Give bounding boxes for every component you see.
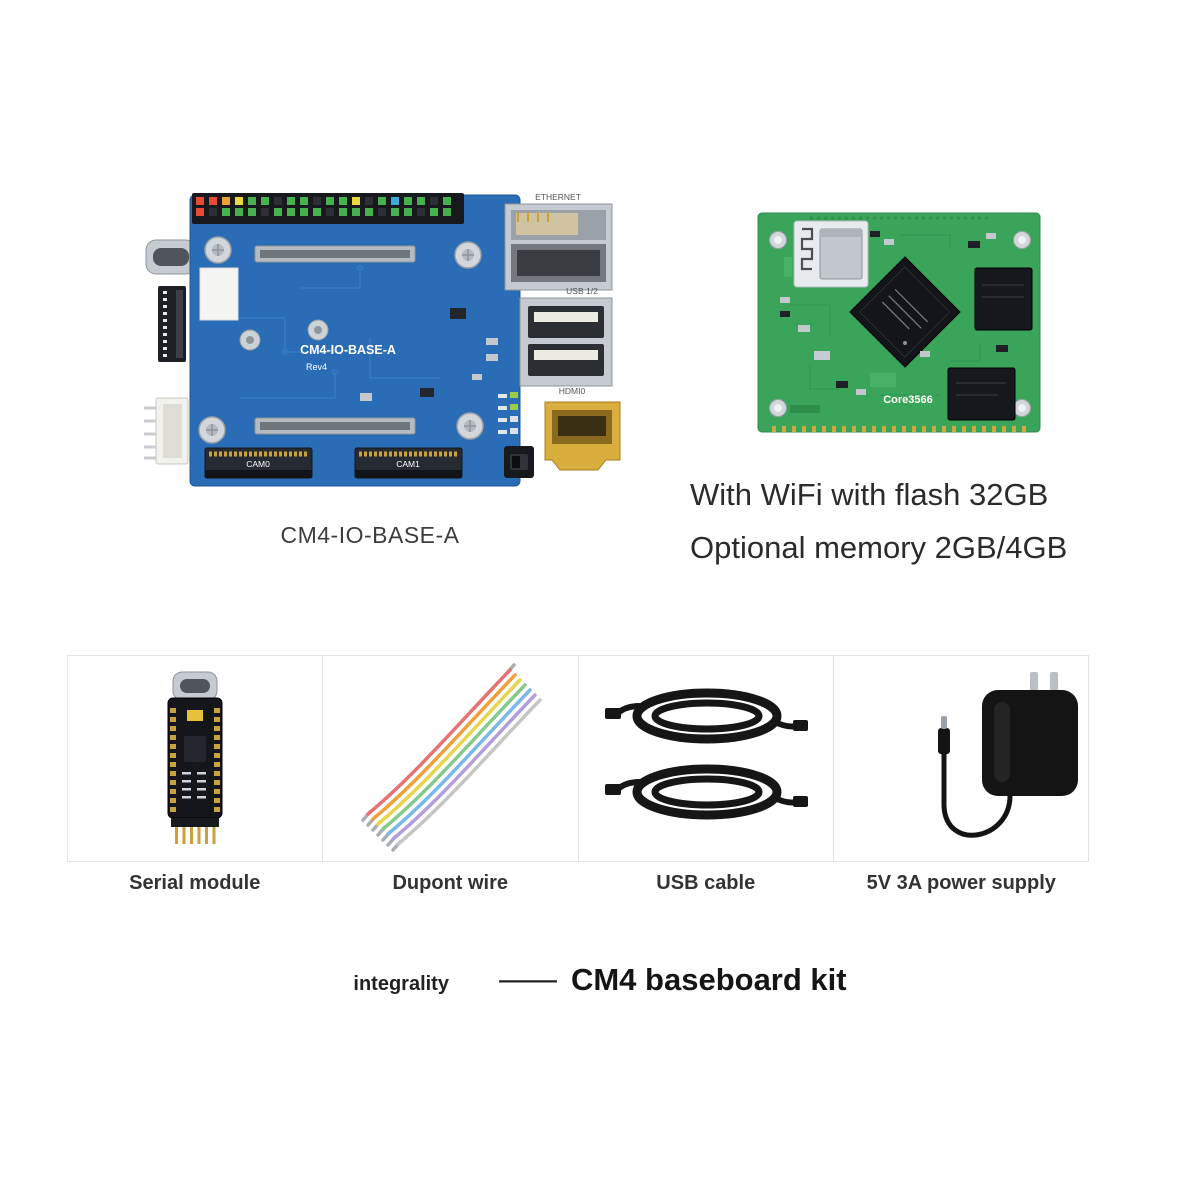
- pcb-traces: [790, 234, 981, 396]
- cam1-connector: CAM1: [354, 447, 463, 479]
- standoff: [307, 319, 329, 341]
- footer-line: integrality — CM4 baseboard kit: [0, 960, 1200, 999]
- screw-hole: [198, 416, 226, 444]
- baseboard-caption: CM4-IO-BASE-A: [280, 522, 460, 548]
- pcb-traces: [215, 264, 440, 399]
- module-caption: With WiFi with flash 32GB Optional memor…: [690, 468, 1170, 574]
- fpc-connector: [158, 286, 186, 362]
- mounting-hole: [1013, 399, 1031, 417]
- usb-cables: [605, 688, 808, 815]
- accessory-cell-usb-cable: [577, 655, 834, 862]
- cam0-label: CAM0: [246, 459, 270, 469]
- cm4-connector: [254, 417, 416, 435]
- module-caption-line2: Optional memory 2GB/4GB: [690, 530, 1068, 565]
- emmc-chip: [947, 367, 1016, 421]
- accessory-grid: [67, 655, 1089, 862]
- power-supply-photo: [938, 672, 1079, 838]
- accessory-label-usb-cable: USB cable: [656, 872, 756, 894]
- cm4-io-baseboard-photo: CM4-IO-BASE-A Rev4 CAM0 CAM1: [144, 192, 621, 487]
- accessory-cell-serial-module: [67, 655, 324, 862]
- usb-a-port: USB 1/2: [519, 286, 613, 387]
- cam0-connector: CAM0: [204, 447, 313, 479]
- mounting-hole: [1013, 231, 1031, 249]
- ethernet-label: ETHERNET: [535, 192, 581, 202]
- jst-connector: [144, 397, 189, 465]
- pcb-zones: [784, 257, 896, 387]
- screw-hole: [456, 412, 484, 440]
- power-adapter: [938, 672, 1079, 838]
- usb-c-port: [145, 239, 197, 275]
- board-silkscreen-revision: Rev4: [306, 362, 327, 372]
- core3566-module-photo: Core3566: [757, 212, 1041, 433]
- hdmi-port: HDMI0: [544, 386, 621, 471]
- dupont-wire-photo: [361, 663, 542, 852]
- screw-hole: [204, 236, 232, 264]
- ethernet-port: ETHERNET: [504, 192, 613, 291]
- thermal-pad: [199, 267, 239, 321]
- baseboard-pcb: [189, 194, 521, 487]
- serial-module: [167, 671, 223, 844]
- module-silkscreen-name: Core3566: [883, 394, 933, 406]
- dupont-wires: [361, 663, 542, 852]
- cm4-connector: [254, 245, 416, 263]
- gpio-header: [192, 193, 464, 224]
- ram-chip: [974, 267, 1033, 331]
- accessory-cell-dupont-wire: [322, 655, 579, 862]
- footer-dash-separator: —: [499, 960, 557, 998]
- hdmi-label: HDMI0: [559, 386, 586, 396]
- usb-label: USB 1/2: [566, 286, 598, 296]
- accessory-label-power-supply: 5V 3A power supply: [866, 872, 1056, 894]
- status-leds: [498, 392, 518, 434]
- accessory-labels: Serial module Dupont wire USB cable 5V 3…: [67, 872, 1089, 895]
- smd-components: [360, 308, 498, 401]
- usb-cable-photo: [579, 688, 832, 861]
- power-switch: [504, 446, 534, 478]
- soc-chip: [849, 256, 961, 368]
- smd-components: [780, 231, 1008, 413]
- module-caption-line1: With WiFi with flash 32GB: [690, 477, 1049, 512]
- mounting-hole: [769, 399, 787, 417]
- accessory-label-dupont-wire: Dupont wire: [392, 872, 509, 894]
- wifi-module: [793, 220, 869, 288]
- footer-title: CM4 baseboard kit: [570, 962, 847, 997]
- footer-prefix: integrality: [353, 973, 449, 995]
- board-silkscreen-title: CM4-IO-BASE-A: [300, 343, 396, 357]
- accessory-label-serial-module: Serial module: [129, 872, 261, 894]
- accessory-cell-power-supply: [832, 655, 1089, 862]
- mounting-hole: [769, 231, 787, 249]
- screw-hole: [454, 241, 482, 269]
- serial-module-photo: [167, 671, 223, 844]
- cam1-label: CAM1: [396, 459, 420, 469]
- standoff: [239, 329, 261, 351]
